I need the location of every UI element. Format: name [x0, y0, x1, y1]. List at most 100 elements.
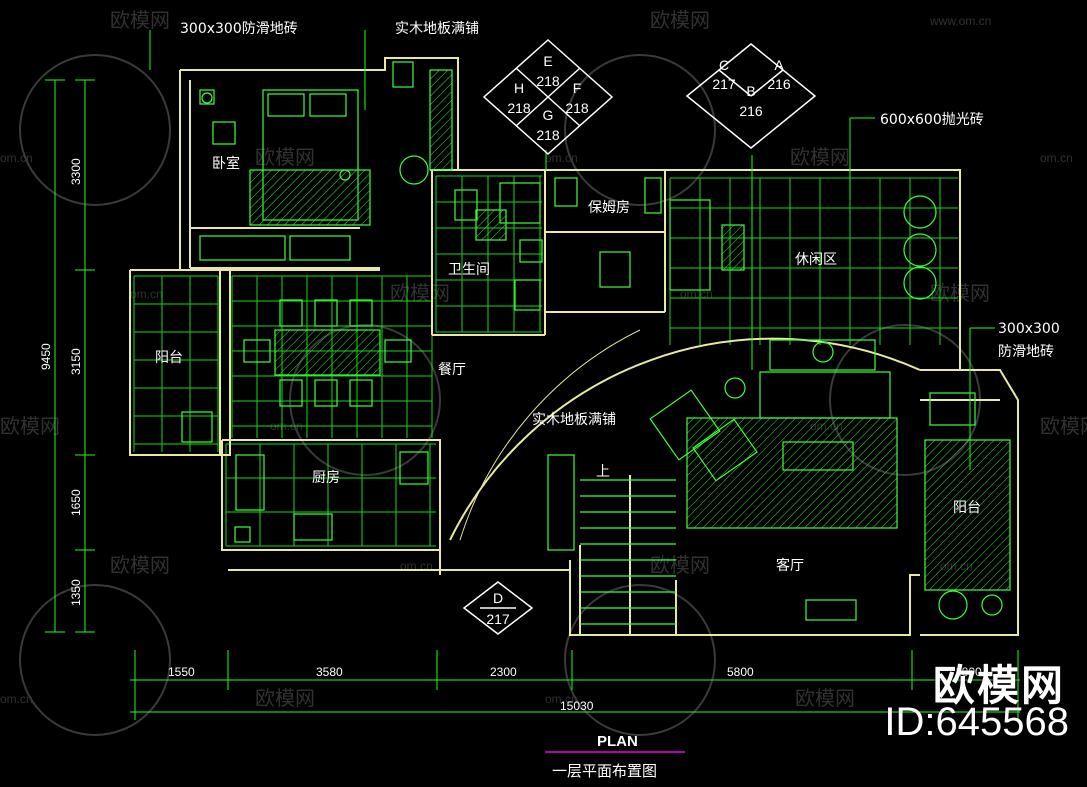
elev-number: 216 — [739, 103, 763, 119]
plant — [981, 594, 1003, 616]
room-label-maid-room: 保姆房 — [588, 200, 630, 216]
watermark-logo: 欧模网 — [932, 661, 1065, 710]
elev-letter: C — [719, 57, 729, 73]
tv-stand — [805, 599, 857, 621]
room-label-living: 客厅 — [776, 557, 804, 574]
stair-up-label: 上 — [596, 464, 610, 480]
elev-letter: H — [514, 80, 524, 96]
shower — [499, 182, 541, 224]
furniture — [181, 61, 1011, 625]
watermark-brand: 欧模网 — [255, 686, 315, 710]
round-seat — [903, 195, 937, 229]
note-tile-600: 600x600抛光砖 — [880, 112, 984, 128]
elev-letter: F — [573, 80, 582, 96]
tv — [782, 441, 854, 471]
basin — [514, 279, 541, 311]
labels: 卧室 卫生间 保姆房 休闲区 阳台 餐厅 厨房 客厅 阳台 上 300x300防… — [39, 20, 1060, 713]
watermark-brand: 欧模网 — [650, 8, 710, 32]
watermark-site: www.om.cn — [929, 14, 991, 28]
elev-number: 218 — [565, 100, 589, 116]
dim-horizontal: 1550 — [168, 665, 195, 679]
dim-horizontal: 5800 — [727, 665, 754, 679]
elev-letter: E — [543, 53, 552, 69]
room-label-kitchen: 厨房 — [312, 470, 340, 486]
sofa — [759, 371, 891, 419]
bookshelf — [669, 199, 711, 291]
walls — [129, 57, 1019, 636]
dim-vertical: 3300 — [69, 158, 83, 185]
elev-number: 217 — [712, 76, 736, 92]
elev-letter: D — [493, 590, 503, 606]
watermark-brand: 欧模网 — [795, 686, 855, 710]
floor-grid-layer — [133, 175, 958, 547]
tv-cabinet — [289, 235, 351, 261]
watermark-site: om.cn — [680, 287, 713, 301]
room-label-balcony-right: 阳台 — [953, 500, 981, 516]
dim-vertical: 1650 — [69, 489, 83, 516]
dim-horizontal: 2300 — [490, 665, 517, 679]
wardrobe — [199, 235, 286, 261]
elev-number: 218 — [536, 127, 560, 143]
watermark-site: om.cn — [0, 692, 33, 706]
pillow — [309, 93, 347, 117]
pillow — [267, 93, 305, 117]
watermark-brand: 欧模网 — [0, 414, 60, 438]
watermark-brand: 欧模网 — [110, 8, 170, 32]
fridge — [399, 451, 429, 485]
plant — [938, 590, 968, 620]
armchair — [692, 418, 758, 482]
title-underline — [545, 751, 685, 753]
lamp — [199, 89, 215, 105]
dimension-lines — [45, 30, 1020, 720]
room-label-balcony-left: 阳台 — [155, 350, 183, 366]
watermark-brand: 欧模网 — [255, 145, 315, 169]
note-wood-floor-top: 实木地板满铺 — [395, 21, 479, 37]
watermark-brand: 欧模网 — [790, 145, 850, 169]
watermark-id: ID:645568 — [884, 700, 1069, 744]
dim-horizontal: 3580 — [316, 665, 343, 679]
stove — [293, 513, 333, 541]
dining-table — [274, 329, 381, 376]
note-tile-300-right-1: 300x300 — [998, 321, 1060, 337]
watermark-brand: 欧模网 — [110, 553, 170, 577]
watermark-site: om.cn — [1040, 151, 1073, 165]
elev-letter: A — [774, 57, 784, 73]
note-wood-floor-mid: 实木地板满铺 — [532, 412, 616, 428]
room-label-bedroom: 卧室 — [212, 155, 240, 172]
elev-number: 218 — [536, 73, 560, 89]
watermark-site: om.cn — [545, 692, 578, 706]
watermark-brand: 欧模网 — [1040, 414, 1087, 438]
armchair — [649, 389, 721, 461]
dim-horizontal: 1800 — [955, 665, 982, 679]
dim-vertical: 3150 — [69, 348, 83, 375]
elev-number: 218 — [507, 100, 531, 116]
dim-horizontal-total: 15030 — [560, 699, 594, 713]
elev-number: 216 — [767, 76, 791, 92]
elev-number: 217 — [486, 611, 510, 627]
room-label-dining: 餐厅 — [438, 362, 466, 378]
note-tile-300: 300x300防滑地砖 — [180, 20, 298, 37]
watermark-brand: 欧模网 — [650, 553, 710, 577]
plant — [812, 341, 834, 363]
bay-window-seat — [429, 69, 453, 171]
dim-vertical-total: 9450 — [39, 343, 53, 370]
console — [769, 339, 876, 371]
washing-machine — [181, 411, 213, 443]
maid-bed — [599, 251, 631, 288]
toilet — [454, 189, 478, 221]
room-label-bathroom: 卫生间 — [448, 262, 490, 278]
room-label-leisure: 休闲区 — [795, 252, 837, 268]
elev-letter: G — [543, 107, 554, 123]
watermark-site: om.cn — [130, 287, 163, 301]
plan-subtitle: 一层平面布置图 — [552, 762, 658, 780]
chair — [212, 121, 236, 145]
note-tile-300-right-2: 防滑地砖 — [998, 343, 1054, 360]
dim-vertical: 1350 — [69, 579, 83, 606]
plan-title: PLAN — [597, 733, 638, 750]
round-table — [399, 155, 429, 185]
bed-rug — [249, 169, 371, 226]
living-rug — [686, 417, 898, 529]
elevation-markers — [462, 38, 817, 635]
sink — [235, 454, 265, 511]
